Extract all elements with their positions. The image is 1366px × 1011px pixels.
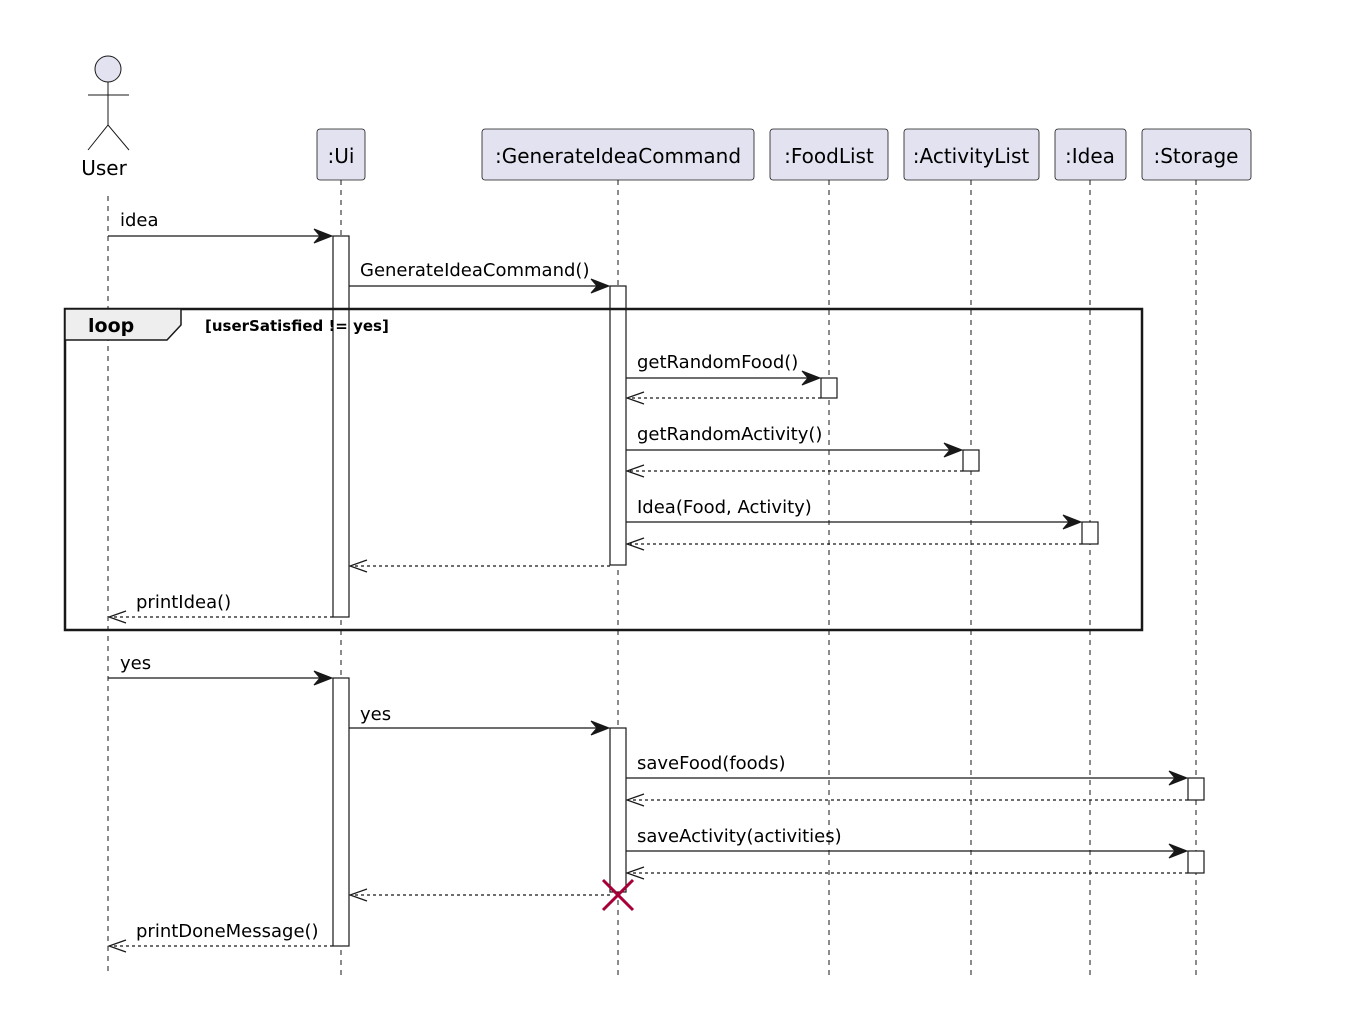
participant-idea: :Idea [1054, 128, 1127, 181]
actor-head-icon [94, 55, 122, 83]
arrowhead-open-icon [625, 866, 645, 880]
activation-food-list [820, 377, 838, 399]
message-print-done-message: printDoneMessage() [107, 921, 333, 953]
arrowhead-icon [1062, 514, 1083, 530]
message-label: yes [120, 653, 151, 674]
participant-activity-list: :ActivityList [903, 128, 1040, 181]
message-label: saveActivity(activities) [637, 826, 842, 847]
participant-storage: :Storage [1141, 128, 1252, 181]
participant-label: :ActivityList [913, 144, 1030, 168]
loop-guard: [userSatisfied != yes] [205, 317, 389, 335]
message-label: saveFood(foods) [637, 753, 786, 774]
arrowhead-icon [1168, 843, 1189, 859]
arrowhead-open-icon [625, 793, 645, 807]
activation-ui-1 [332, 235, 350, 618]
arrowhead-icon [590, 278, 611, 294]
arrowhead-open-icon [625, 391, 645, 405]
participant-label: :Idea [1065, 144, 1115, 168]
arrowhead-icon [313, 670, 334, 686]
message-label: GenerateIdeaCommand() [360, 260, 589, 281]
arrowhead-icon [1168, 770, 1189, 786]
arrowhead-icon [943, 442, 964, 458]
loop-frame-tab [64, 308, 182, 341]
activation-generate-1 [609, 285, 627, 566]
lifelines [107, 180, 1197, 975]
activation-ui-2 [332, 677, 350, 947]
arrowhead-open-icon [625, 537, 645, 551]
activations [332, 235, 1205, 947]
arrowhead-icon [590, 720, 611, 736]
message-yes-ui: yes [349, 704, 611, 736]
message-print-idea: printIdea() [107, 592, 333, 624]
activation-generate-2 [609, 727, 627, 893]
message-generate-idea-command: GenerateIdeaCommand() [349, 260, 611, 294]
message-yes-user: yes [108, 653, 334, 686]
loop-keyword: loop [88, 315, 134, 337]
message-label: printIdea() [136, 592, 231, 613]
activation-storage-2 [1187, 850, 1205, 874]
message-idea: idea [108, 210, 334, 244]
message-label: idea [120, 210, 159, 231]
message-label: Idea(Food, Activity) [637, 497, 812, 518]
message-label: getRandomActivity() [637, 424, 822, 445]
arrowhead-icon [313, 228, 334, 244]
participant-label: :GenerateIdeaCommand [495, 144, 741, 168]
participant-label: :Ui [328, 144, 355, 168]
participant-label: :FoodList [784, 144, 874, 168]
actor-user: User [81, 55, 130, 180]
activation-activity-list [962, 449, 980, 472]
message-return-activity [625, 464, 963, 478]
participant-ui: :Ui [316, 128, 366, 181]
message-return-storage-2 [625, 866, 1188, 880]
participant-generate-idea-command: :GenerateIdeaCommand [481, 128, 755, 181]
message-return-storage-1 [625, 793, 1188, 807]
message-save-activity: saveActivity(activities) [626, 826, 1189, 859]
message-return-to-ui-2 [348, 888, 610, 902]
message-get-random-food: getRandomFood() [626, 352, 822, 386]
message-create-idea: Idea(Food, Activity) [626, 497, 1083, 530]
activation-storage-1 [1187, 777, 1205, 801]
arrowhead-open-icon [107, 610, 127, 624]
message-save-food: saveFood(foods) [626, 753, 1189, 786]
message-get-random-activity: getRandomActivity() [626, 424, 964, 458]
message-return-to-ui-1 [348, 559, 610, 573]
message-return-idea [625, 537, 1082, 551]
message-label: printDoneMessage() [136, 921, 319, 942]
message-return-food [625, 391, 821, 405]
message-label: yes [360, 704, 391, 725]
arrowhead-open-icon [107, 939, 127, 953]
participant-label: :Storage [1154, 144, 1239, 168]
arrowhead-icon [801, 370, 822, 386]
destroy-icon [601, 878, 635, 912]
message-label: getRandomFood() [637, 352, 798, 373]
arrowhead-open-icon [625, 464, 645, 478]
activation-idea [1081, 521, 1099, 545]
participant-food-list: :FoodList [769, 128, 889, 181]
loop-frame-border [63, 307, 1144, 632]
participants: :Ui :GenerateIdeaCommand :FoodList :Acti… [316, 128, 1252, 181]
actor-leg-right [107, 124, 130, 151]
actor-label: User [81, 156, 127, 180]
arrowhead-open-icon [348, 559, 368, 573]
arrowhead-open-icon [348, 888, 368, 902]
loop-frame: loop [userSatisfied != yes] [63, 307, 1144, 632]
messages: idea GenerateIdeaCommand() getRandomFood… [107, 210, 1189, 953]
actor-leg-left [87, 124, 109, 151]
